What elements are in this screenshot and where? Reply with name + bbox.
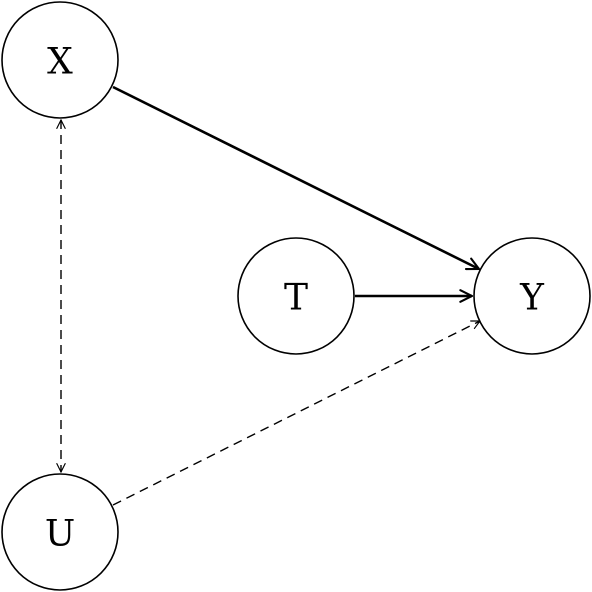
node-y: Y — [473, 237, 591, 355]
edge-u-to-y — [112, 320, 480, 506]
node-x-circle — [1, 1, 119, 119]
node-u-label: U — [45, 514, 75, 555]
node-u: U — [1, 473, 119, 591]
node-t: T — [237, 237, 355, 355]
edge-x-to-y — [112, 85, 479, 271]
node-t-circle — [237, 237, 355, 355]
node-t-label: T — [284, 278, 308, 319]
node-y-circle — [473, 237, 591, 355]
node-x-label: X — [47, 42, 73, 83]
node-x: X — [1, 1, 119, 119]
node-y-label: Y — [519, 278, 545, 319]
node-u-circle — [1, 473, 119, 591]
